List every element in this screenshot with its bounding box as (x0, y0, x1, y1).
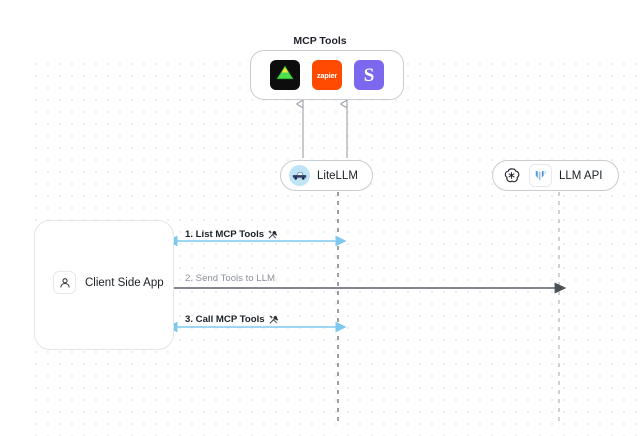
mcp-tool-slack-s[interactable]: S (354, 60, 384, 90)
message-label-2-text: 2. Send Tools to LLM (185, 273, 275, 284)
openai-logo-icon (501, 165, 522, 186)
letter-s-icon: S (363, 64, 375, 86)
node-litellm[interactable]: LiteLLM (280, 160, 373, 191)
zapier-wordmark-icon: zapier (316, 70, 338, 80)
node-llm-api-label: LLM API (559, 169, 603, 182)
person-icon (53, 271, 76, 294)
message-label-1: 1. List MCP Tools (185, 229, 278, 240)
mcp-tool-zapier[interactable]: zapier (312, 60, 342, 90)
message-label-3-text: 3. Call MCP Tools (185, 314, 265, 325)
node-litellm-label: LiteLLM (317, 169, 358, 182)
tools-hammer-wrench-icon (268, 314, 279, 325)
tools-hammer-wrench-icon (267, 229, 278, 240)
node-llm-api[interactable]: LLM API (492, 160, 620, 191)
canvas-left-mask (0, 62, 26, 436)
message-label-1-text: 1. List MCP Tools (185, 229, 265, 240)
mcp-tools-box: zapier S (250, 50, 404, 100)
anthropic-vertex-logo-icon (529, 164, 552, 187)
client-side-app-content: Client Side App (53, 271, 164, 294)
message-label-2: 2. Send Tools to LLM (185, 273, 275, 284)
client-side-app-box[interactable]: Client Side App (34, 220, 174, 350)
green-triangle-icon (275, 64, 295, 86)
message-label-3: 3. Call MCP Tools (185, 314, 279, 325)
mcp-tool-mountain-triangle[interactable] (270, 60, 300, 90)
litellm-truck-logo-icon (289, 165, 310, 186)
mcp-tools-label: MCP Tools (293, 35, 347, 47)
client-side-app-label: Client Side App (85, 276, 164, 289)
